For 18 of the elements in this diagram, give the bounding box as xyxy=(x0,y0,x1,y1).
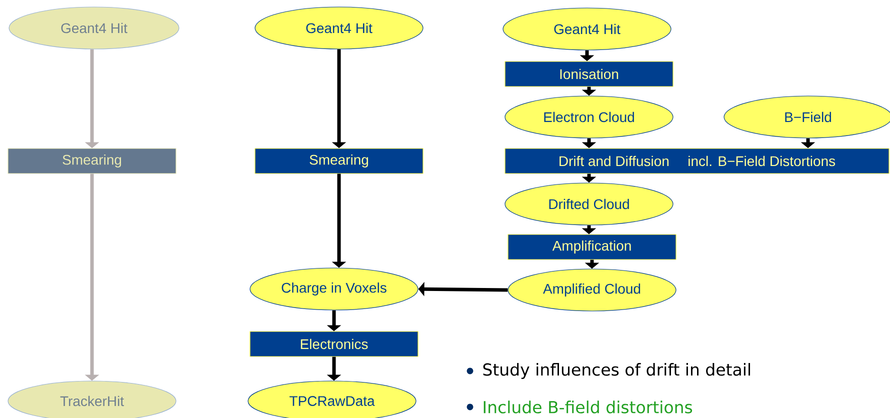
ellipse-node: Charge in Voxels xyxy=(250,268,418,310)
process-box: Drift and Diffusion incl. B−Field Distortions xyxy=(504,148,890,174)
ellipse-node: Geant4 Hit xyxy=(8,6,180,50)
process-box: Ionisation xyxy=(504,61,674,87)
bullet-text: Study influences of drift in detail xyxy=(483,363,750,379)
bullet-text: Include B-field distortions xyxy=(484,400,692,414)
ellipse-node: TrackerHit xyxy=(8,380,176,418)
ellipse-node: Geant4 Hit xyxy=(502,8,672,50)
ellipse-node: Amplified Cloud xyxy=(508,268,676,312)
process-box: Electronics xyxy=(250,331,418,357)
process-box: Amplification xyxy=(508,234,676,260)
ellipse-node: Electron Cloud xyxy=(504,96,674,138)
process-box: Smearing xyxy=(8,148,176,174)
ellipse-node: B−Field xyxy=(724,96,890,138)
ellipse-node: Drifted Cloud xyxy=(504,182,674,226)
ellipse-node: Geant4 Hit xyxy=(254,6,424,50)
process-box: Smearing xyxy=(254,148,424,174)
ellipse-node: TPCRawData xyxy=(248,380,416,418)
